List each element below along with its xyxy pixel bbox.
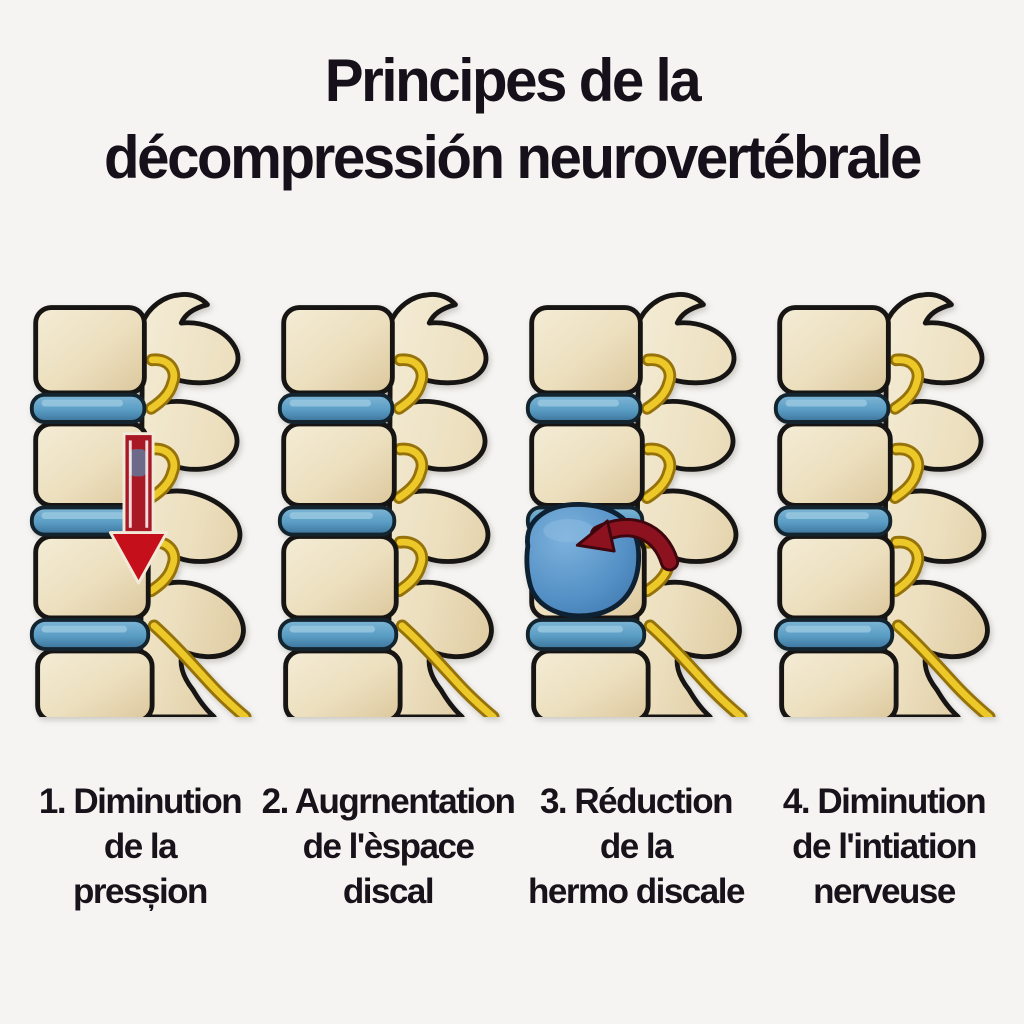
caption-3-line-2: de la xyxy=(599,827,674,867)
caption-3-line-3: hermo discale xyxy=(528,872,745,912)
caption-2: 2. Augrnentation de l'èspace discal xyxy=(261,779,516,914)
caption-4-line-3: nerveuse xyxy=(813,872,956,912)
spine-illustration-2 xyxy=(274,290,502,717)
spine-illustration-3 xyxy=(522,290,750,717)
spine-panels: 1. Diminution de la presșion 2. Augrnent… xyxy=(0,290,1024,914)
spine-illustration-4 xyxy=(770,290,998,717)
spine-illustration-1 xyxy=(26,290,254,717)
panel-nerve-irritation-reduction: 4. Diminution de l'intiation nerveuse xyxy=(760,290,1008,914)
title-line-2: décompressión neurovertébrale xyxy=(104,124,922,191)
caption-4-line-2: de l'intiation xyxy=(792,827,977,867)
caption-3-line-1: 3. Réduction xyxy=(539,782,734,822)
panel-pressure-reduction: 1. Diminution de la presșion xyxy=(16,290,264,914)
caption-2-line-1: 2. Augrnentation xyxy=(261,782,516,822)
caption-4: 4. Diminution de l'intiation nerveuse xyxy=(782,779,987,914)
caption-1: 1. Diminution de la presșion xyxy=(38,779,243,914)
caption-1-line-1: 1. Diminution xyxy=(38,782,243,822)
caption-1-line-2: de la xyxy=(103,827,178,867)
caption-2-line-2: de l'èspace xyxy=(302,827,475,867)
page-title: Principes de la décompressión neuroverté… xyxy=(0,42,1024,196)
caption-3: 3. Réduction de la hermo discale xyxy=(528,779,745,914)
panel-disc-space-increase: 2. Augrnentation de l'èspace discal xyxy=(261,290,516,914)
caption-4-line-1: 4. Diminution xyxy=(782,782,987,822)
caption-2-line-3: discal xyxy=(342,872,435,912)
panel-herniation-reduction: 3. Réduction de la hermo discale xyxy=(512,290,760,914)
title-line-1: Principes de la xyxy=(324,47,702,114)
caption-1-line-3: presșion xyxy=(73,872,208,912)
